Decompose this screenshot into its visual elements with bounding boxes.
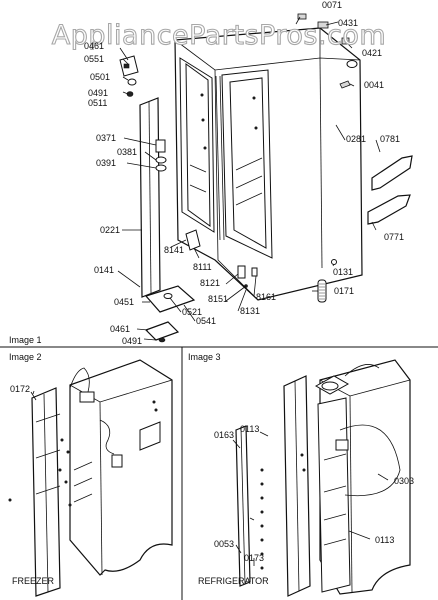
- rail-mounting-dots: [260, 453, 306, 570]
- part-callout[interactable]: 0053: [214, 539, 234, 549]
- part-callout[interactable]: 8131: [240, 306, 260, 316]
- part-callout[interactable]: 0381: [117, 147, 137, 157]
- part-callout[interactable]: 0041: [364, 80, 384, 90]
- callouts-image-1: 0071 0431 0461 0551 0501 0491 0511 0421 …: [84, 0, 404, 346]
- trim-strip-lower: [367, 194, 411, 225]
- part-callout[interactable]: 8111: [193, 262, 212, 272]
- callouts-image-3: 0113 0163 0303 0053 0173 0113: [214, 424, 414, 563]
- part-callout[interactable]: 0461: [110, 324, 130, 334]
- part-callout[interactable]: 0391: [96, 158, 116, 168]
- shelf-rails: [189, 157, 263, 206]
- image-3-caption: REFRIGERATOR: [198, 576, 269, 586]
- part-callout[interactable]: 0551: [84, 54, 104, 64]
- image-2-drawing: [8, 359, 173, 597]
- part-callout[interactable]: 0173: [244, 553, 264, 563]
- leader-lines-image-1: [117, 16, 381, 341]
- part-callout[interactable]: 0113: [240, 424, 259, 434]
- part-callout[interactable]: 0171: [334, 286, 354, 296]
- part-callout[interactable]: 0521: [182, 307, 202, 317]
- part-callout[interactable]: 0491: [88, 88, 108, 98]
- part-callout[interactable]: 0221: [100, 225, 120, 235]
- freezer-mounting-dots: [8, 438, 72, 507]
- image-3-label: Image 3: [188, 352, 221, 362]
- part-callout[interactable]: 0371: [96, 133, 116, 143]
- part-callout[interactable]: 0071: [322, 0, 342, 10]
- hinge-pin-part: [297, 13, 307, 20]
- part-callout[interactable]: 0501: [90, 72, 110, 82]
- part-callout[interactable]: 0172: [10, 384, 30, 394]
- part-callout[interactable]: 0141: [94, 265, 114, 275]
- part-callout[interactable]: 0163: [214, 430, 234, 440]
- trim-strip-upper: [371, 155, 413, 191]
- part-callout[interactable]: 0281: [346, 134, 366, 144]
- part-callout[interactable]: 0451: [114, 297, 134, 307]
- part-callout[interactable]: 0771: [384, 232, 404, 242]
- part-callout[interactable]: 8151: [208, 294, 228, 304]
- callouts-image-2: 0172: [10, 384, 30, 394]
- part-callout[interactable]: 8161: [256, 292, 276, 302]
- refrigerator-shelf-rails: [323, 453, 347, 546]
- image-3-drawing: [232, 359, 411, 597]
- part-callout[interactable]: 0131: [333, 267, 353, 277]
- part-callout[interactable]: 0431: [338, 18, 358, 28]
- image-1-drawing: [117, 13, 413, 343]
- image-1-label: Image 1: [9, 335, 42, 345]
- part-callout[interactable]: 0511: [88, 98, 107, 108]
- image-2-label: Image 2: [9, 352, 42, 362]
- part-callout[interactable]: 0113: [375, 535, 394, 545]
- part-callout[interactable]: 0303: [394, 476, 414, 486]
- part-callout[interactable]: 0541: [196, 316, 216, 326]
- bottom-hinge-plate: [144, 285, 196, 313]
- image-2-caption: FREEZER: [12, 576, 55, 586]
- part-callout[interactable]: 0421: [362, 48, 382, 58]
- part-callout[interactable]: 8141: [164, 245, 184, 255]
- watermark: AppliancePartsPros.com: [52, 20, 386, 51]
- part-callout[interactable]: 0781: [380, 134, 400, 144]
- side-cover-part: [317, 279, 327, 303]
- part-callout[interactable]: 0491: [122, 336, 142, 346]
- part-callout[interactable]: 8121: [200, 278, 220, 288]
- part-callout[interactable]: 0461: [84, 41, 104, 51]
